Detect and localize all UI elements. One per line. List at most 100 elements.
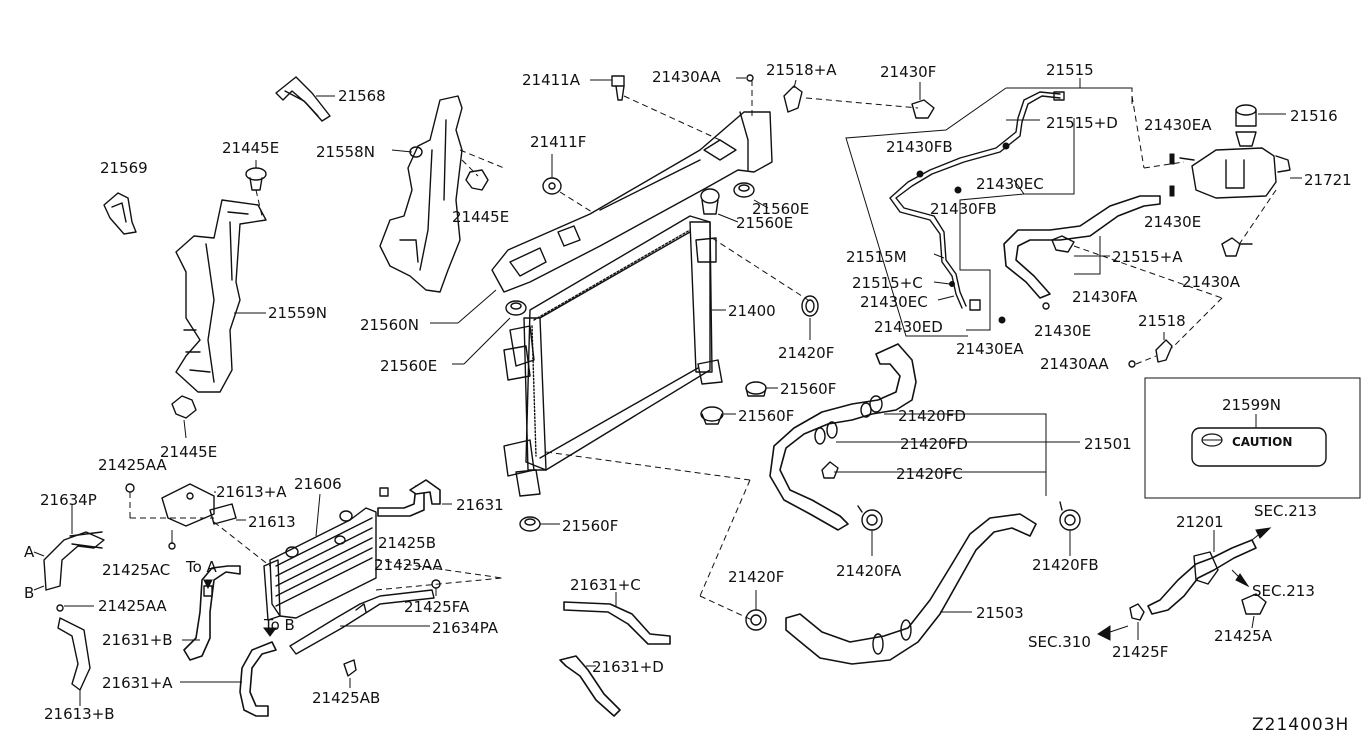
- part-label-21515d: 21515+D: [1046, 114, 1118, 132]
- caution-text: CAUTION: [1232, 435, 1292, 449]
- label-to-a: To A: [185, 558, 218, 576]
- label-to-b: To B: [263, 616, 295, 634]
- cap-21516: [1235, 104, 1257, 147]
- clip-21445e-top: [245, 167, 267, 191]
- part-label-21425a: 21425A: [1214, 627, 1273, 645]
- bracket-21613b: [57, 617, 91, 691]
- part-label-21558n: 21558N: [316, 143, 375, 161]
- part-label-21430aa-top: 21430AA: [652, 68, 721, 86]
- reservoir-hose-21515a: [1003, 195, 1161, 299]
- part-label-21420f-a: 21420F: [778, 344, 834, 362]
- part-label-21430ea-b: 21430EA: [1144, 116, 1212, 134]
- clip-21445e-bottom: [171, 395, 197, 419]
- part-label-21515: 21515: [1046, 61, 1094, 79]
- clamp-21420fa: [857, 505, 883, 531]
- bolt-21430a: [1221, 237, 1253, 257]
- mount-21560e-a: [733, 182, 755, 198]
- part-label-21420fc: 21420FC: [896, 465, 963, 483]
- part-label-21201: 21201: [1176, 513, 1224, 531]
- part-label-21515m: 21515M: [846, 248, 907, 266]
- part-label-21425ab: 21425AB: [312, 689, 380, 707]
- part-label-21560e-b: 21560E: [736, 214, 793, 232]
- part-label-21634p: 21634P: [40, 491, 97, 509]
- part-label-21430ec: 21430EC: [976, 175, 1044, 193]
- part-label-21518: 21518: [1138, 312, 1186, 330]
- bolt-21425ab: [343, 659, 357, 677]
- diagram-code: Z214003H: [1252, 715, 1349, 735]
- clamp-21420fb: [1059, 501, 1081, 531]
- part-label-21445e-bot: 21445E: [160, 443, 217, 461]
- part-label-21430ea-a: 21430EA: [956, 340, 1024, 358]
- label-b: B: [24, 584, 34, 602]
- part-label-21430ec-b: 21430EC: [860, 293, 928, 311]
- part-label-21631d: 21631+D: [592, 658, 664, 676]
- part-label-21425b: 21425B: [378, 534, 436, 552]
- bracket-21518: [1155, 339, 1173, 363]
- part-label-21560n: 21560N: [360, 316, 419, 334]
- upper-support-bar: [491, 111, 773, 293]
- part-label-21420f-b: 21420F: [728, 568, 784, 586]
- water-pipe-21201: [1147, 539, 1257, 615]
- hose-21631a: [239, 641, 277, 717]
- part-label-21613: 21613: [248, 513, 296, 531]
- side-air-guide-21559n: [175, 199, 267, 393]
- mount-21560e-c: [505, 300, 527, 316]
- part-label-21613a: 21613+A: [216, 483, 287, 501]
- part-label-21411f: 21411F: [530, 133, 586, 151]
- grommet-21411f: [542, 177, 562, 195]
- clamp-21420f-a: [801, 295, 819, 317]
- bracket-21634p: [43, 531, 105, 591]
- part-label-21425ac: 21425AC: [102, 561, 170, 579]
- hose-21631: [377, 479, 441, 517]
- part-label-21425fa: 21425FA: [404, 598, 470, 616]
- part-label-21721: 21721: [1304, 171, 1352, 189]
- reservoir-tank-21721: [1179, 147, 1291, 199]
- section-ref-213-a: SEC.213: [1254, 502, 1317, 520]
- part-label-21430ed: 21430ED: [874, 318, 943, 336]
- clamp-21420fc: [821, 461, 839, 479]
- part-label-21631: 21631: [456, 496, 504, 514]
- part-label-21430fb-a: 21430FB: [886, 138, 953, 156]
- part-label-21425aa-a: 21425AA: [98, 456, 167, 474]
- part-label-21425f: 21425F: [1112, 643, 1168, 661]
- part-label-21569: 21569: [100, 159, 148, 177]
- side-seal-21569: [103, 192, 137, 235]
- upper-seal-21568: [275, 76, 331, 122]
- part-label-21568: 21568: [338, 87, 386, 105]
- bracket-21613a: [161, 483, 215, 527]
- part-label-21516: 21516: [1290, 107, 1338, 125]
- lower-radiator-hose-21503: [785, 513, 1037, 665]
- part-label-21420fd-b: 21420FD: [900, 435, 968, 453]
- part-label-21400: 21400: [728, 302, 776, 320]
- part-label-21411a: 21411A: [522, 71, 581, 89]
- part-label-21518a: 21518+A: [766, 61, 837, 79]
- part-label-21515c: 21515+C: [852, 274, 923, 292]
- bolt-21425a: [1241, 593, 1267, 615]
- pipe-21631c: [563, 601, 671, 645]
- bracket-21634pa: [289, 589, 435, 655]
- part-label-21560f-c: 21560F: [562, 517, 618, 535]
- part-label-21606: 21606: [294, 475, 342, 493]
- mount-21560e-b: [700, 188, 720, 215]
- part-label-21560f-a: 21560F: [780, 380, 836, 398]
- part-label-21503: 21503: [976, 604, 1024, 622]
- part-label-21560e-c: 21560E: [380, 357, 437, 375]
- clamp-21420f-b: [745, 609, 767, 631]
- part-label-21420fd-a: 21420FD: [898, 407, 966, 425]
- clip-21445e-mid: [465, 169, 489, 191]
- bracket-21518a: [783, 85, 803, 113]
- pipe-21631d: [559, 655, 621, 717]
- mount-21560f-b: [700, 406, 724, 425]
- section-ref-310: SEC.310: [1028, 633, 1091, 651]
- part-label-21430fa: 21430FA: [1072, 288, 1138, 306]
- bracket-21613: [209, 503, 237, 525]
- upper-radiator-hose-21501: [769, 343, 917, 531]
- part-label-21445e-top: 21445E: [222, 139, 279, 157]
- part-label-21420fa: 21420FA: [836, 562, 902, 580]
- part-label-21560f-b: 21560F: [738, 407, 794, 425]
- part-label-21631c: 21631+C: [570, 576, 641, 594]
- section-ref-213-b: SEC.213: [1252, 582, 1315, 600]
- part-label-21430fb-b: 21430FB: [930, 200, 997, 218]
- reservoir-hose-21515: [889, 91, 1065, 311]
